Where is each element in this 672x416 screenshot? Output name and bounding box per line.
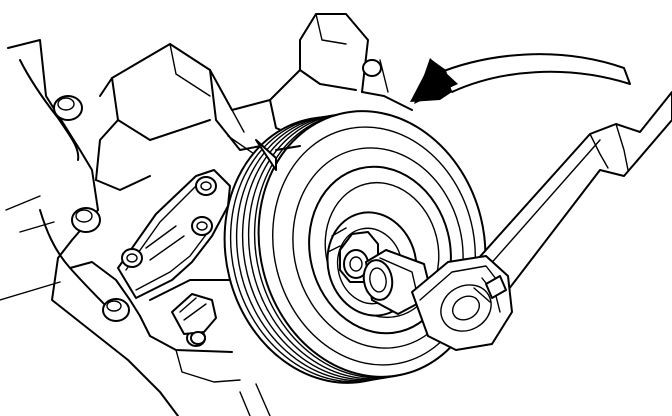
bolt-head: [102, 298, 130, 322]
bolt-head: [362, 59, 382, 77]
bolt-head: [71, 207, 101, 233]
sensor-connector: [171, 293, 217, 345]
ratchet-wrench: [362, 91, 672, 351]
bolt-head: [191, 216, 213, 236]
bolt-head: [53, 95, 83, 121]
ratchet-head: [411, 255, 513, 351]
bolt-head: [195, 176, 217, 196]
timing-mark-pointer: [255, 139, 301, 171]
bolt-head: [121, 248, 143, 268]
bracket: [117, 169, 231, 299]
rotation-arrow: [410, 53, 631, 104]
